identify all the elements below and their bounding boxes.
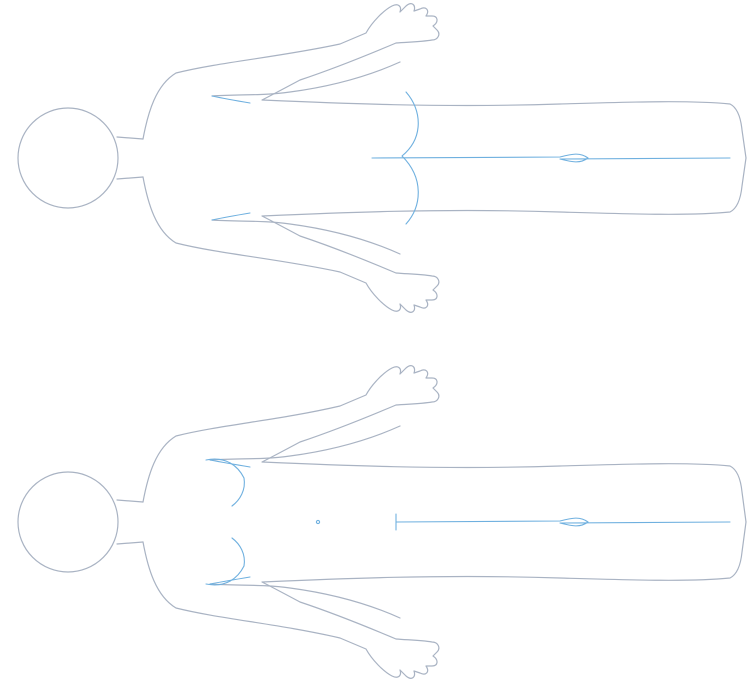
back-body-lower-outline: [143, 158, 746, 312]
front-arm-inner-lower: [210, 584, 400, 618]
front-neck: [117, 500, 143, 544]
front-chest-upper: [206, 459, 244, 506]
back-arm-inner-upper: [212, 62, 400, 96]
figure-front: [18, 366, 746, 679]
front-body-lower-outline: [143, 522, 746, 678]
front-body-upper-outline: [143, 366, 746, 522]
back-leg-separation: [372, 154, 730, 162]
back-armpit-upper: [212, 96, 250, 103]
back-head: [18, 108, 118, 208]
back-body-upper-outline: [143, 4, 746, 158]
back-armpit-lower: [212, 213, 250, 220]
front-arm-inner-upper: [210, 426, 400, 460]
front-chest-lower: [206, 538, 244, 585]
front-head: [18, 472, 118, 572]
front-armpit-lower: [210, 577, 250, 584]
front-leg-separation: [396, 514, 730, 530]
front-armpit-upper: [210, 460, 250, 467]
figure-back: [18, 4, 746, 313]
back-arm-inner-lower: [212, 220, 400, 254]
front-navel: [316, 520, 319, 523]
back-neck: [117, 137, 143, 179]
